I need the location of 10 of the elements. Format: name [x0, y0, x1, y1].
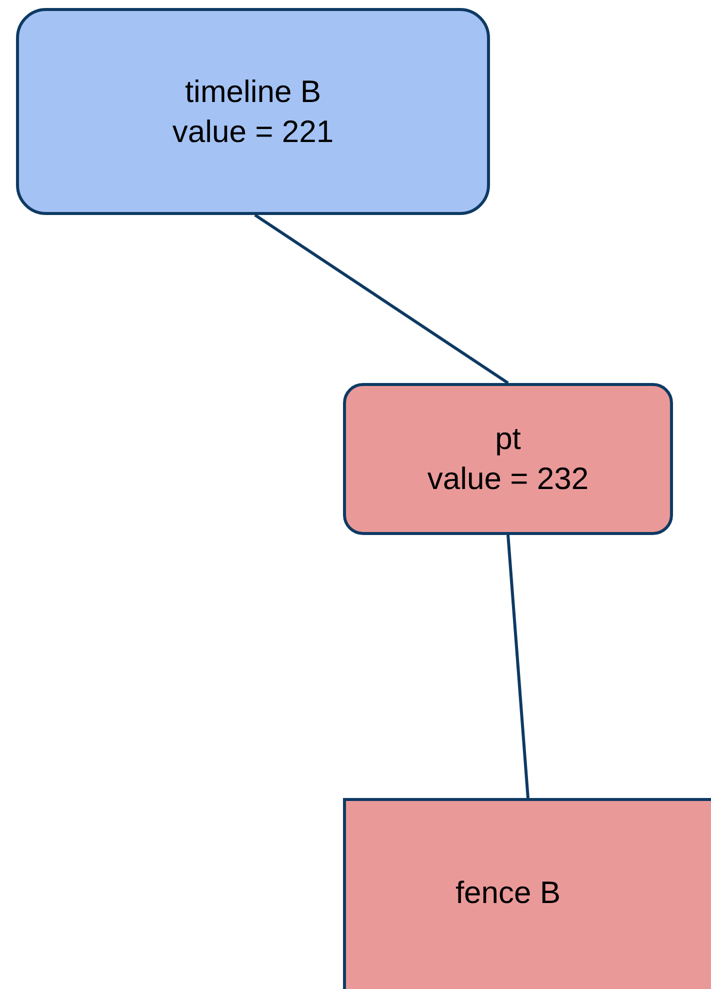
- rounded-box: [343, 383, 673, 535]
- connector-line: [254, 214, 509, 384]
- connector-line: [506, 534, 530, 798]
- node-text: pt: [495, 420, 521, 458]
- rounded-box: [16, 8, 490, 215]
- node-text: timeline B: [184, 72, 322, 110]
- process-box: [343, 798, 711, 989]
- node-text: value = 221: [172, 112, 334, 150]
- node-text: fence B: [455, 874, 561, 912]
- node-text: value = 232: [427, 460, 589, 498]
